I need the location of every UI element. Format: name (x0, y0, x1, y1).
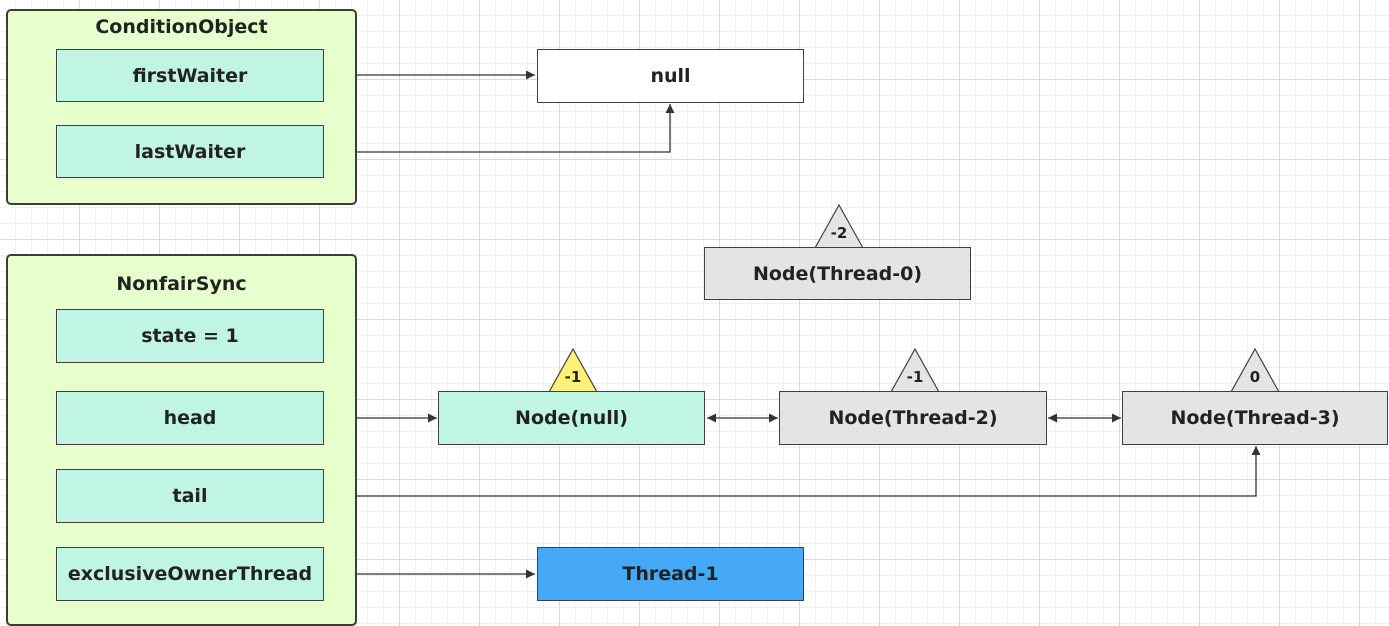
tail-field: tail (56, 469, 324, 523)
owner-thread-box: Thread-1 (537, 547, 804, 601)
thread3-status-triangle: 0 (1229, 347, 1281, 393)
condition-object-title: ConditionObject (95, 16, 268, 38)
tail-arrow (326, 446, 1261, 501)
thread3-status-value: 0 (1249, 368, 1261, 386)
thread0-status-value: -2 (830, 224, 848, 242)
null-node-status-triangle: -1 (547, 347, 599, 393)
exclusive-owner-thread-field: exclusiveOwnerThread (56, 547, 324, 601)
state-field: state = 1 (56, 309, 324, 363)
node-null: Node(null) (438, 391, 705, 445)
thread0-status-triangle: -2 (813, 203, 865, 249)
null-node-status-value: -1 (564, 368, 582, 386)
node-thread3: Node(Thread-3) (1122, 391, 1388, 445)
node-thread2: Node(Thread-2) (779, 391, 1047, 445)
node-thread0: Node(Thread-0) (704, 247, 971, 300)
nonfair-sync-title: NonfairSync (116, 273, 247, 295)
null-box: null (537, 49, 804, 103)
last-waiter-field: lastWaiter (56, 125, 324, 178)
head-field: head (56, 391, 324, 445)
thread2-status-triangle: -1 (889, 347, 941, 393)
thread2-status-value: -1 (906, 368, 924, 386)
last-waiter-arrow (324, 104, 675, 153)
first-waiter-field: firstWaiter (56, 49, 324, 102)
